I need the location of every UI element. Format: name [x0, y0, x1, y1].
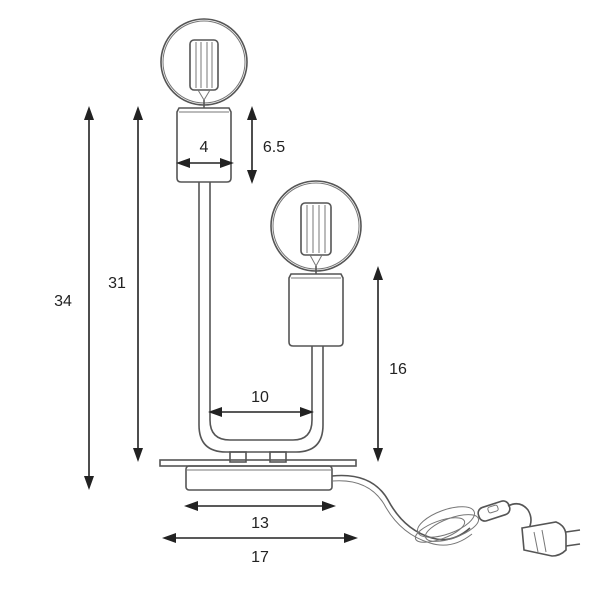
u-tube-frame [198, 182, 324, 453]
power-cord [331, 474, 480, 546]
arm-spacing-label: 10 [251, 389, 269, 406]
base-outer-width-dimension [162, 533, 358, 543]
total-height-dimension [84, 106, 94, 490]
socket-width-label: 4 [200, 139, 209, 156]
power-plug [521, 521, 581, 557]
base-plate [159, 459, 357, 491]
base-outer-width-label: 17 [251, 549, 269, 566]
pole-height-dimension [133, 106, 143, 462]
arm-spacing-dimension [208, 407, 314, 417]
top-socket [176, 107, 232, 183]
second-bulb [270, 180, 362, 274]
base-inner-width-dimension [184, 501, 336, 511]
socket-height-label: 6.5 [263, 139, 285, 156]
second-lamp-height-dimension [373, 266, 383, 462]
tube-feet [229, 451, 287, 463]
socket-height-dimension [247, 106, 257, 184]
inline-switch [477, 500, 532, 531]
second-socket [288, 273, 344, 347]
total-height-label: 34 [54, 293, 72, 310]
socket-width-dimension [176, 158, 234, 168]
top-bulb [160, 18, 248, 108]
second-lamp-height-label: 16 [389, 361, 407, 378]
base-inner-width-label: 13 [251, 515, 269, 532]
pole-height-label: 31 [108, 275, 126, 292]
